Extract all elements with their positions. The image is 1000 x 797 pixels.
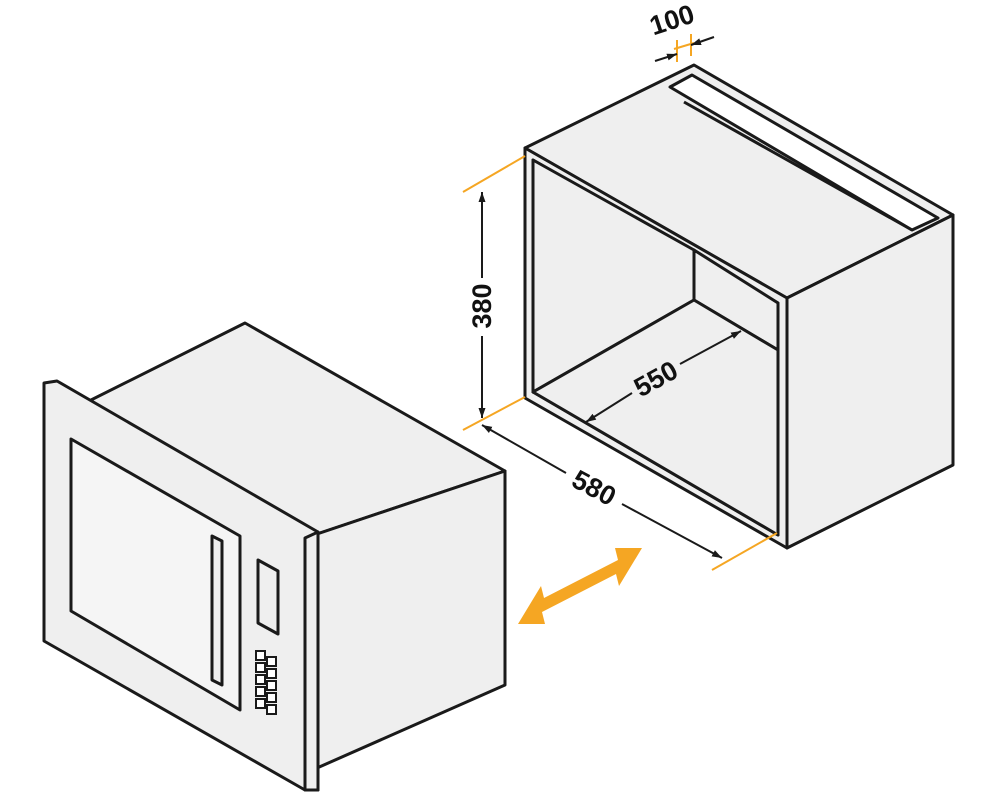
microwave-bezel-edge bbox=[303, 530, 320, 792]
extension-lines bbox=[462, 34, 778, 571]
dimension-lines bbox=[478, 36, 742, 559]
microwave-icon bbox=[42, 321, 507, 792]
vent-slot-edge bbox=[683, 100, 913, 232]
width-ext-right bbox=[711, 532, 778, 571]
keypad-key bbox=[266, 656, 277, 667]
keypad-key bbox=[266, 680, 277, 691]
vent-dim-right bbox=[690, 36, 715, 46]
niche-floor bbox=[531, 298, 780, 537]
vent-ext-mid bbox=[673, 42, 695, 50]
keypad-key bbox=[255, 650, 266, 661]
depth-dim-upper bbox=[679, 330, 742, 365]
cabinet-niche-icon bbox=[523, 63, 955, 550]
width-dim-right bbox=[621, 503, 723, 559]
keypad-key bbox=[255, 686, 266, 697]
height-label: 380 bbox=[467, 283, 497, 328]
width-label: 580 bbox=[567, 464, 621, 512]
height-ext-top bbox=[462, 155, 526, 193]
depth-dim-lower bbox=[585, 392, 633, 423]
keypad-key bbox=[255, 698, 266, 709]
vent-slot bbox=[668, 73, 940, 232]
double-arrow-icon bbox=[518, 548, 642, 624]
microwave-door-handle bbox=[210, 534, 224, 687]
keypad-key bbox=[266, 668, 277, 679]
microwave-keypad bbox=[255, 650, 277, 715]
keypad-key bbox=[266, 692, 277, 703]
keypad-key bbox=[266, 704, 277, 715]
keypad-key bbox=[255, 662, 266, 673]
microwave-display bbox=[256, 558, 280, 636]
width-dim-left bbox=[481, 424, 567, 474]
vent-dim-left bbox=[654, 53, 678, 62]
microwave-door-window bbox=[69, 437, 242, 712]
keypad-key bbox=[255, 674, 266, 685]
height-ext-bottom bbox=[462, 396, 526, 431]
